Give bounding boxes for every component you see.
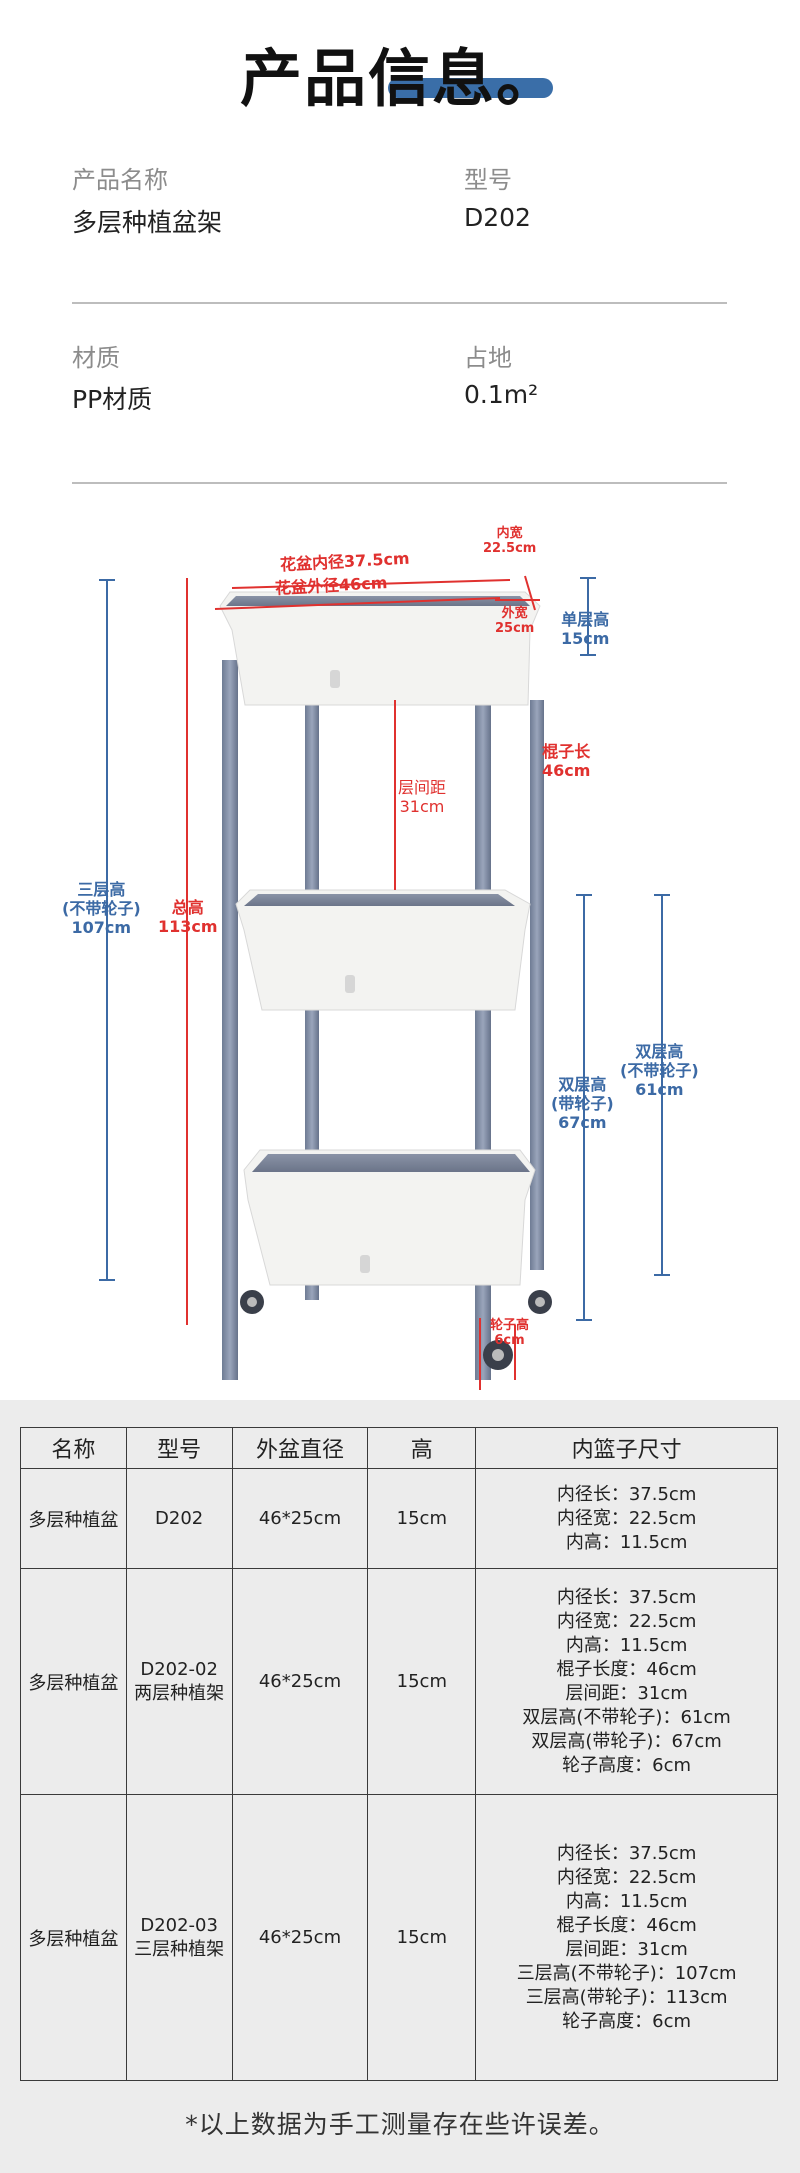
table-header-row: 名称 型号 外盆直径 高 内篮子尺寸 [20,1427,778,1469]
cell-basket-size: 内径长：37.5cm 内径宽：22.5cm 内高：11.5cm 棍子长度：46c… [475,1568,778,1795]
cell-model: D202 [125,1468,233,1569]
page-header: 产品信息。 [0,20,800,115]
cell-basket-size: 内径长：37.5cm 内径宽：22.5cm 内高：11.5cm 棍子长度：46c… [475,1794,778,2081]
column-header: 内篮子尺寸 [475,1427,778,1469]
product-name-label: 产品名称 [72,166,168,194]
column-header: 外盆直径 [231,1427,369,1469]
material-label: 材质 [72,344,120,372]
cell-diameter: 46*25cm [231,1468,369,1569]
model-value: D202 [464,203,531,232]
cell-height: 15cm [367,1794,477,2081]
cell-name: 多层种植盆 [20,1794,127,2081]
page-title: 产品信息。 [239,42,560,115]
product-name-value: 多层种植盆架 [72,208,223,237]
two-tier-height-with-wheels-label: 双层高(带轮子)67cm [551,1075,614,1132]
area-value: 0.1m² [464,380,539,409]
cell-basket-size: 内径长：37.5cm 内径宽：22.5cm 内高：11.5cm [475,1468,778,1569]
cell-diameter: 46*25cm [231,1794,369,2081]
cell-name: 多层种植盆 [20,1468,127,1569]
shelf-illustration [99,575,670,1390]
column-header: 高 [367,1427,477,1469]
measurement-disclaimer: *以上数据为手工测量存在些许误差。 [185,2110,615,2139]
cell-height: 15cm [367,1568,477,1795]
column-header: 名称 [20,1427,127,1469]
table-row: 多层种植盆 D202 46*25cm 15cm 内径长：37.5cm 内径宽：2… [20,1468,778,1569]
material-value: PP材质 [72,385,153,414]
three-tier-height-label: 三层高(不带轮子)107cm [62,880,141,937]
table-row: 多层种植盆 D202-02 两层种植架 46*25cm 15cm 内径长：37.… [20,1568,778,1795]
cell-model: D202-03 三层种植架 [125,1794,233,2081]
spec-table: 名称 型号 外盆直径 高 内篮子尺寸 多层种植盆 D202 46*25cm 15… [20,1427,778,2081]
divider [72,302,727,304]
column-header: 型号 [125,1427,233,1469]
spec-table-section: 名称 型号 外盆直径 高 内篮子尺寸 多层种植盆 D202 46*25cm 15… [0,1400,800,2173]
area-label: 占地 [464,344,512,372]
cell-name: 多层种植盆 [20,1568,127,1795]
title-underline-bar [388,78,553,98]
cell-model: D202-02 两层种植架 [125,1568,233,1795]
table-row: 多层种植盆 D202-03 三层种植架 46*25cm 15cm 内径长：37.… [20,1794,778,2081]
cell-diameter: 46*25cm [231,1568,369,1795]
two-tier-height-no-wheels-label: 双层高(不带轮子)61cm [620,1042,699,1099]
model-label: 型号 [464,166,512,194]
divider [72,482,727,484]
cell-height: 15cm [367,1468,477,1569]
